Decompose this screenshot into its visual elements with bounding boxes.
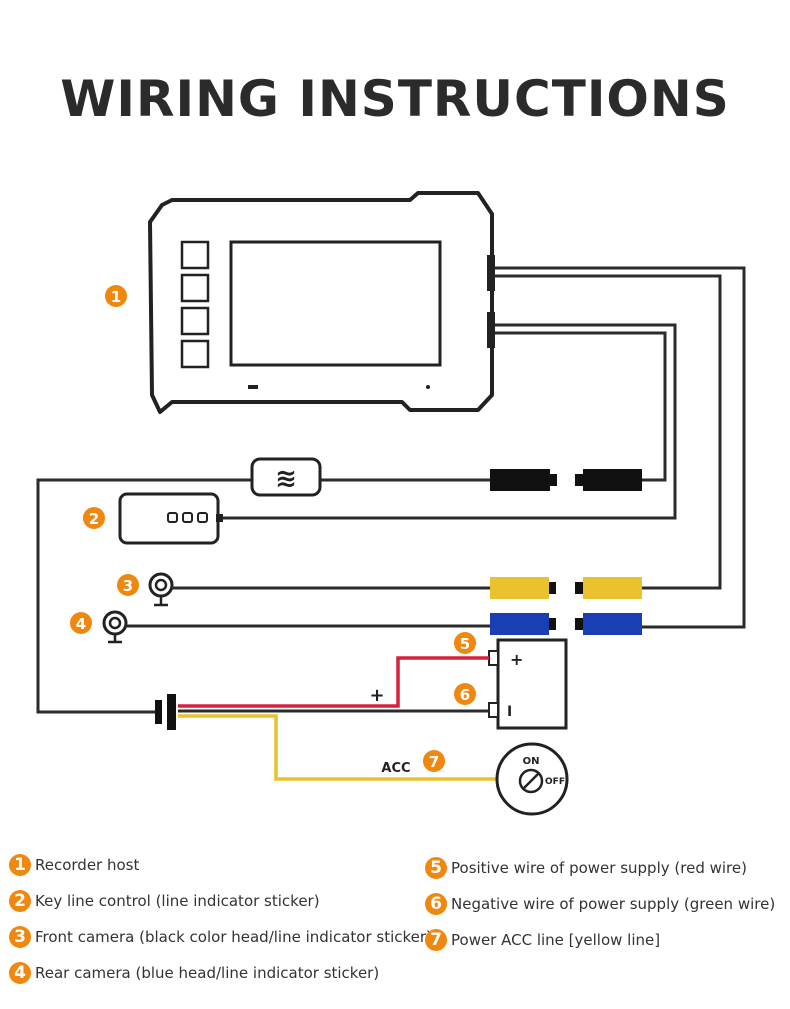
- recorder-button: [180, 339, 210, 369]
- legend-item-1: 1 Recorder host: [9, 854, 139, 876]
- svg-text:3: 3: [123, 577, 133, 595]
- svg-text:6: 6: [460, 686, 470, 704]
- svg-text:7: 7: [429, 753, 439, 771]
- recorder-button: [180, 240, 210, 270]
- svg-text:4: 4: [76, 615, 86, 633]
- recorder-port: [487, 255, 495, 291]
- callout-3: 3: [117, 574, 139, 596]
- callout-2: 2: [83, 507, 105, 529]
- recorder-host: [148, 191, 495, 414]
- legend-item-4: 4 Rear camera (blue head/line indicator …: [9, 962, 379, 984]
- legend-item-5: 5 Positive wire of power supply (red wir…: [425, 857, 747, 879]
- switch-on-label: ON: [523, 756, 540, 767]
- legend-badge: 6: [425, 893, 447, 915]
- legend-text: Front camera (black color head/line indi…: [35, 928, 432, 946]
- legend-badge: 2: [9, 890, 31, 912]
- switch-off-label: OFF: [545, 777, 565, 787]
- host-wires: [222, 266, 746, 629]
- legend-text: Negative wire of power supply (green wir…: [451, 895, 776, 913]
- connector-blue-female: [583, 613, 642, 635]
- battery-plus-label: +: [510, 650, 523, 669]
- recorder-button: [180, 306, 210, 336]
- positive-label: +: [369, 685, 384, 706]
- legend-badge: 1: [9, 854, 31, 876]
- recorder-screen: [229, 240, 442, 367]
- svg-text:5: 5: [460, 635, 470, 653]
- callout-4: 4: [70, 612, 92, 634]
- legend-item-6: 6 Negative wire of power supply (green w…: [425, 893, 775, 915]
- connector-black-male: [490, 469, 550, 491]
- recorder-button: [180, 273, 210, 303]
- legend-text: Rear camera (blue head/line indicator st…: [35, 964, 380, 982]
- key-line-control: [118, 492, 223, 545]
- callout-6: 6: [454, 683, 476, 705]
- legend-item-2: 2 Key line control (line indicator stick…: [9, 890, 320, 912]
- legend-text: Key line control (line indicator sticker…: [35, 892, 320, 910]
- ignition-switch: [495, 742, 569, 816]
- callout-1: 1: [105, 285, 127, 307]
- red-wire: [178, 656, 489, 708]
- yellow-acc-wire: [178, 714, 497, 781]
- battery-minus-label: I: [507, 704, 512, 720]
- acc-label: ACC: [381, 761, 410, 776]
- svg-text:1: 1: [111, 288, 121, 306]
- svg-text:≋: ≋: [275, 464, 297, 494]
- svg-text:2: 2: [89, 510, 99, 528]
- front-camera-icon: [148, 572, 174, 607]
- legend-badge: 5: [425, 857, 447, 879]
- callout-7: 7: [423, 750, 445, 772]
- page-title: WIRING INSTRUCTIONS: [60, 70, 730, 128]
- rear-camera-icon: [102, 610, 128, 644]
- connector-yellow-female: [583, 577, 642, 599]
- legend-text: Recorder host: [35, 856, 140, 874]
- connector-yellow-male: [490, 577, 549, 599]
- legend-badge: 7: [425, 929, 447, 951]
- legend-text: Positive wire of power supply (red wire): [451, 859, 747, 877]
- harness-plug: [155, 700, 162, 724]
- connector-blue-male: [490, 613, 549, 635]
- legend-item-7: 7 Power ACC line [yellow line]: [425, 929, 660, 951]
- legend-badge: 4: [9, 962, 31, 984]
- callout-5: 5: [454, 632, 476, 654]
- legend-item-3: 3 Front camera (black color head/line in…: [9, 926, 432, 948]
- connector-black-female: [583, 469, 642, 491]
- battery: [488, 638, 568, 730]
- legend-badge: 3: [9, 926, 31, 948]
- legend-text: Power ACC line [yellow line]: [451, 931, 661, 949]
- filter-box: ≋: [250, 457, 322, 497]
- power-harness-wire: [36, 478, 490, 714]
- recorder-port: [487, 312, 495, 348]
